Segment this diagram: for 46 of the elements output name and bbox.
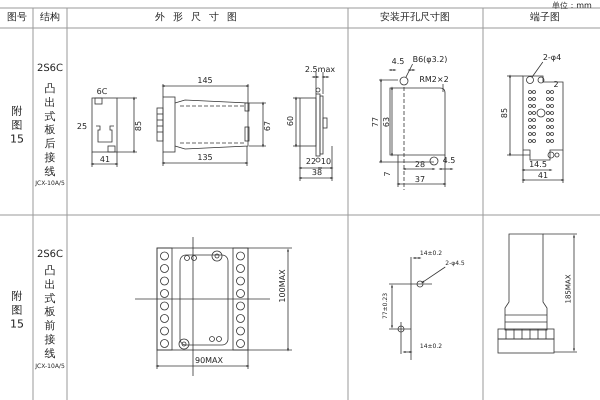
dimension-text: 100MAX: [279, 269, 287, 303]
dimension-text: 77: [372, 116, 380, 128]
dimension-text: 4.5: [392, 58, 404, 66]
structure-description: 凸出式板前接线: [44, 264, 56, 360]
model-code: 2S6C: [36, 64, 64, 74]
model-code: 2S6C: [36, 250, 64, 260]
dimension-text: 63: [383, 116, 391, 128]
leader-line: [442, 84, 444, 92]
dimension-text: 145: [197, 77, 213, 85]
dimension-text: 90MAX: [194, 357, 224, 365]
dimension-text: 10: [320, 158, 332, 166]
callout-text: B6(φ3.2): [412, 56, 448, 64]
dimension-text: 135: [197, 154, 213, 162]
mounting-hole: [416, 280, 424, 288]
column-header: 结构: [40, 13, 60, 23]
column-header: 端子图: [530, 13, 560, 23]
dimension-text: 38: [312, 169, 322, 177]
structure-description: 凸出式板后接线: [44, 82, 56, 178]
column-header: 外形尺寸图: [155, 13, 245, 23]
leader-line: [532, 62, 544, 78]
dimension-text: 85: [135, 120, 143, 132]
dimension-text: 6C: [96, 88, 108, 96]
dimension-text: 14.5: [529, 161, 547, 169]
dimension-text: 37: [414, 176, 426, 184]
dimension-text: 28: [414, 161, 426, 169]
callout-text: RM2×2: [419, 76, 449, 84]
unit-note: 单位：mm: [552, 2, 592, 10]
dimension-text: 60: [287, 116, 295, 126]
figure-number: 附图15: [10, 104, 24, 146]
dimension-text: 41: [100, 156, 110, 164]
column-header: 图号: [7, 13, 27, 23]
column-header: 安装开孔尺寸图: [380, 13, 450, 23]
dimension-text: 67: [264, 120, 272, 132]
leader-line: [405, 64, 413, 78]
dimension-text: 2: [553, 81, 559, 89]
dimension-text: 7: [384, 171, 392, 177]
figure-number: 附图15: [10, 289, 24, 331]
dimension-text: 41: [538, 172, 548, 180]
dimension-text: 25: [76, 123, 88, 131]
mounting-hole: [526, 76, 534, 84]
callout-text: 2-φ4: [542, 54, 562, 62]
leader-line: [421, 266, 446, 284]
mounting-hole: [400, 76, 408, 86]
dimension-text: 2.5max: [304, 66, 336, 74]
dimension-text: 22: [306, 158, 316, 166]
dimension-text: 85: [501, 108, 509, 118]
